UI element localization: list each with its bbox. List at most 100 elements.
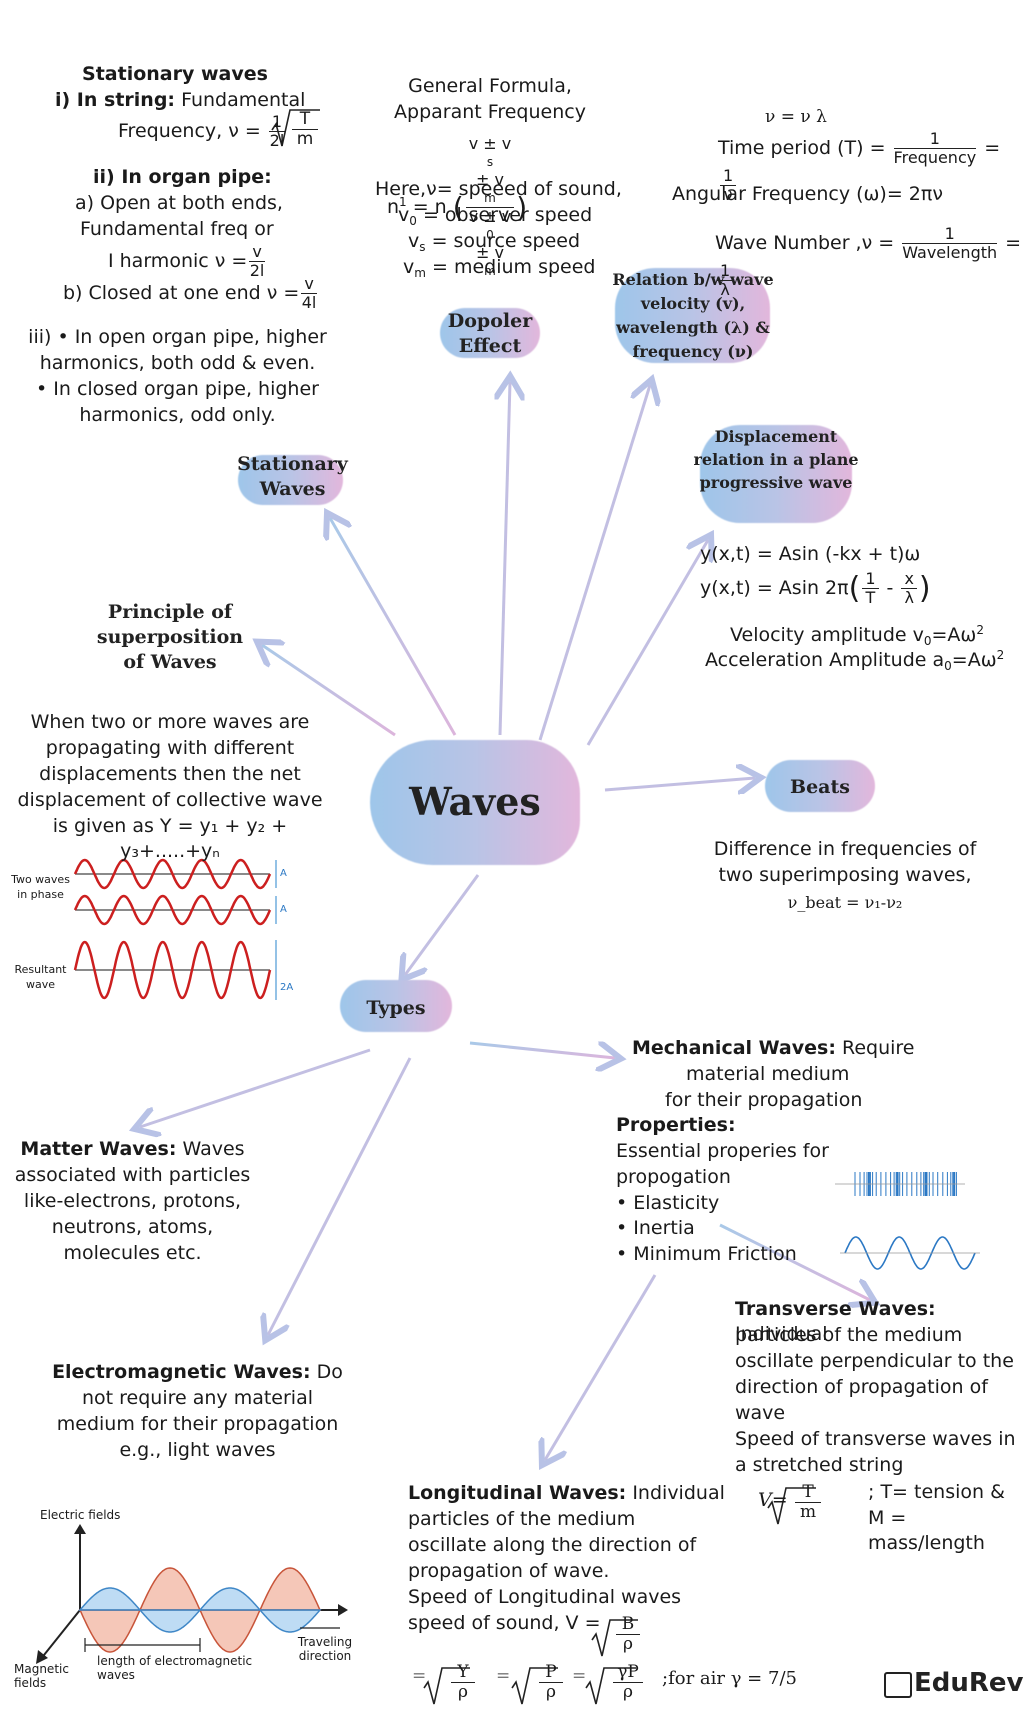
- brand-name: EduRev: [914, 1668, 1024, 1698]
- string-line: i) In string: Fundamental: [55, 89, 306, 111]
- fig-length-label: length of electromagnetic waves: [97, 1654, 253, 1682]
- organ-label: ii) In organ pipe:: [93, 166, 272, 188]
- trans-note2: M = mass/length: [868, 1507, 985, 1554]
- arrow-to-mechanical: [469, 1043, 615, 1058]
- long-l1: Longitudinal Waves: Individual: [408, 1482, 725, 1504]
- mech-p3: • Elasticity: [616, 1192, 720, 1214]
- node-beats[interactable]: Beats: [790, 776, 850, 798]
- em-wave-figure: [36, 1524, 348, 1664]
- open-b: Fundamental freq or: [80, 218, 274, 240]
- trans-l6: Speed of transverse waves in: [735, 1428, 1016, 1450]
- stationary-cloud: [238, 455, 343, 505]
- fig-resultant-label: Resultant wave: [14, 963, 67, 991]
- node-stationary[interactable]: Stationary Waves: [237, 453, 348, 500]
- mech-props: Properties:: [616, 1114, 736, 1136]
- em-l2: not require any material: [81, 1387, 313, 1409]
- em-l3: medium for their propagation: [56, 1413, 339, 1435]
- node-doppler[interactable]: Dopoler Effect: [447, 310, 533, 357]
- sup-l1: When two or more waves are: [30, 711, 310, 733]
- trans-l1: Transverse Waves: Individual: [735, 1298, 936, 1345]
- sup-l5: is given as Y = y₁ + y₂ + y₃+.....+yₙ: [52, 815, 288, 862]
- arrow-to-longitudinal: [545, 1274, 657, 1460]
- disp-l4: Acceleration Amplitude a0=Aω2: [705, 648, 1005, 673]
- iii-line3: • In closed organ pipe, higher: [36, 378, 319, 400]
- fig-travel-label: Traveling direction: [297, 1635, 353, 1663]
- arrow-to-superposition: [262, 645, 396, 737]
- node-relation[interactable]: Relation b/w wave velocity (v), waveleng…: [612, 270, 774, 361]
- node-superposition[interactable]: Principle of superposition of Waves: [96, 601, 244, 673]
- doppler-l1: General Formula,: [408, 75, 572, 97]
- edurev-logo-icon: [884, 1672, 912, 1698]
- fig-amp-2A: 2A: [280, 982, 294, 993]
- displacement-cloud: [700, 425, 852, 523]
- long-eq1: =: [412, 1666, 427, 1686]
- node-displacement[interactable]: Displacement relation in a plane progres…: [693, 427, 859, 492]
- mech-l2: material medium: [686, 1063, 850, 1085]
- arrow-to-stationary: [330, 518, 457, 736]
- beats-l1: Difference in frequencies of: [713, 838, 977, 860]
- relation-l3: Angular Frequency (ω)= 2πν: [672, 183, 943, 205]
- doppler-l2: Apparant Frequency: [394, 101, 586, 123]
- long-air: ;for air γ = 7/5: [662, 1668, 797, 1689]
- matter-l2: associated with particles: [14, 1164, 251, 1186]
- arrow-to-doppler: [500, 382, 510, 736]
- long-eq3: =: [572, 1666, 587, 1686]
- sup-l3: displacements then the net: [39, 763, 301, 785]
- mech-l3: for their propagation: [665, 1089, 863, 1111]
- arrow-to-displacement: [586, 540, 708, 746]
- mech-p2: propogation: [616, 1166, 731, 1188]
- mech-p5: • Minimum Friction: [616, 1243, 797, 1265]
- matter-l4: neutrons, atoms,: [51, 1216, 214, 1238]
- open-a: a) Open at both ends,: [75, 192, 283, 214]
- arrow-to-matter: [140, 1048, 371, 1127]
- beats-cloud: [765, 760, 875, 812]
- matter-l5: molecules etc.: [63, 1242, 202, 1264]
- superposition-figure: [73, 858, 277, 1000]
- doppler-l3: Here,ν= speeed of sound,: [375, 178, 622, 200]
- arrow-to-em: [268, 1057, 412, 1335]
- mech-l1: Mechanical Waves: Require: [632, 1037, 915, 1059]
- mechanical-mini-figure: [835, 1172, 980, 1270]
- beats-l3: ν_beat = ν₁-ν₂: [787, 893, 903, 912]
- iii-line4: harmonics, odd only.: [79, 404, 276, 426]
- disp-l1: y(x,t) = Asin (-kx + t)ω: [700, 543, 921, 565]
- fig-electric-label: Electric fields: [40, 1508, 121, 1522]
- radical-signs: [271, 109, 816, 1705]
- long-l3: oscillate along the direction of: [408, 1534, 697, 1556]
- mech-p1: Essential properies for: [616, 1140, 829, 1162]
- trans-l4: direction of propagation of: [735, 1376, 988, 1398]
- sup-l4: displacement of collective wave: [17, 789, 323, 811]
- matter-l3: like-electrons, protons,: [23, 1190, 242, 1212]
- em-l4: e.g., light waves: [119, 1439, 276, 1461]
- iii-line2: harmonics, both odd & even.: [39, 352, 316, 374]
- node-types[interactable]: Types: [366, 997, 426, 1019]
- relation-cloud: [615, 268, 770, 363]
- arrow-to-transverse: [719, 1223, 870, 1300]
- em-l1: Electromagnetic Waves: Do: [52, 1361, 343, 1383]
- beats-l2: two superimposing waves,: [718, 864, 972, 886]
- mech-p4: • Inertia: [616, 1217, 695, 1239]
- doppler-cloud: [440, 308, 540, 358]
- trans-note1: ; T= tension &: [868, 1481, 1005, 1503]
- disp-l3: Velocity amplitude v0=Aω2: [730, 623, 984, 648]
- doppler-l4: v0 = observer speed: [398, 204, 593, 228]
- types-cloud: [340, 980, 452, 1032]
- trans-l3: oscillate perpendicular to the: [735, 1350, 1014, 1372]
- arrow-to-relation: [538, 385, 650, 741]
- fig-amp-A1: A: [280, 868, 287, 879]
- doppler-l6: vm = medium speed: [403, 256, 596, 280]
- fig-magnetic-label: Magnetic fields: [14, 1662, 69, 1690]
